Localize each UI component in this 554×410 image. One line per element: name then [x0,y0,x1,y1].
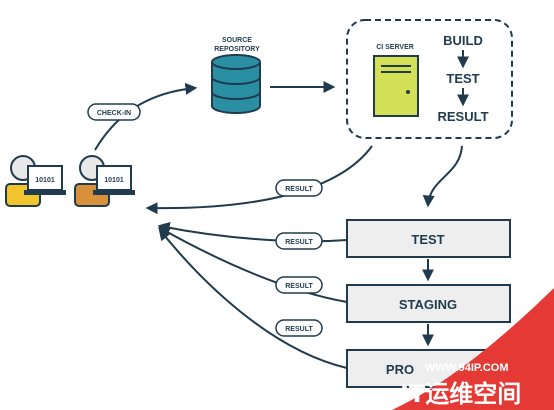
server-icon [373,55,419,117]
watermark [392,288,554,410]
production-result-arrow [158,228,348,369]
stage-staging-label: STAGING [399,297,457,312]
watermark-brand: IT运维空间 [400,380,521,408]
result-pill-2 [275,232,323,250]
ci-server-box [346,19,513,139]
source-repository-label-1: SOURCE [222,37,252,44]
stage-staging-box [346,284,511,323]
developer-2-screen-text: 10101 [104,177,124,184]
source-repository-label-2: REPOSITORY [214,46,260,53]
stage-test-box [346,219,511,258]
developer-1-screen-text: 10101 [35,177,55,184]
ci-test-label: TEST [446,71,479,86]
developer-2-icon [74,155,135,207]
result-pill-3 [275,276,323,294]
ci-to-test-arrow [422,145,463,208]
staging-result-arrow [157,226,348,303]
ci-result-return-arrow [145,145,373,215]
build-label: BUILD [443,33,483,48]
ci-server-label: CI SERVER [376,44,414,51]
stage-test-label: TEST [411,232,444,247]
test-result-arrow [157,221,348,243]
result-pill-3-label: RESULT [285,283,313,290]
stage-production-label: PRO [386,362,414,377]
result-pill-1 [275,179,323,197]
result-pill-4 [275,319,323,337]
result-pill-4-label: RESULT [285,326,313,333]
check-in-label: CHECK-IN [97,110,131,117]
check-in-pill [87,103,141,121]
check-in-arrow [94,82,198,151]
developer-1-icon [5,155,66,207]
ci-result-label: RESULT [437,109,488,124]
database-icon [211,54,261,114]
watermark-url: WWW.94IP.COM [425,362,509,374]
result-pill-2-label: RESULT [285,239,313,246]
result-pill-1-label: RESULT [285,186,313,193]
